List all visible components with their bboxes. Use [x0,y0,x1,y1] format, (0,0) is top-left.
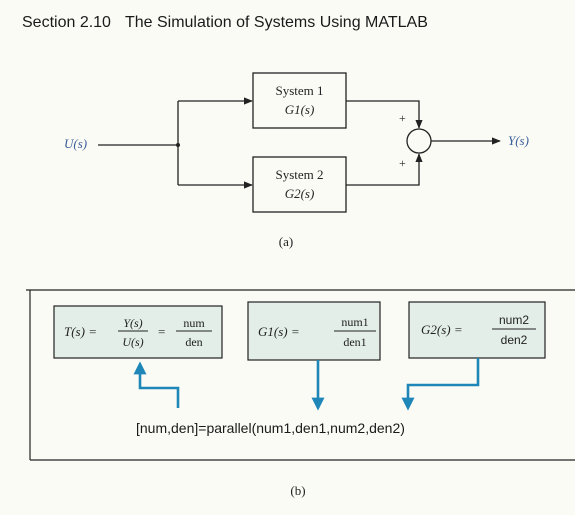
g2-den: den2 [501,333,528,347]
system2-block [252,156,347,213]
arrow-system2-to-sum [346,153,423,186]
output-label: Y(s) [508,133,529,148]
system2-tf: G2(s) [285,186,315,201]
tf-frac-num: Y(s) [123,316,142,330]
section-number: Section 2.10 [22,14,111,31]
caption-b: (b) [290,483,305,498]
page-header: Section 2.10 The Simulation of Systems Us… [22,14,428,32]
tf-eq: = [158,324,165,339]
summing-junction [406,128,432,154]
arrow-system1-to-sum [346,100,423,129]
g2-lhs: G2(s) = [421,322,463,337]
input-label: U(s) [64,136,87,151]
parallel-block-diagram: U(s) System 1 G1(s) System 2 G2(s) + + Y… [64,72,529,249]
tf-num: num [183,316,205,330]
system1-block [252,72,347,129]
system1-tf: G1(s) [285,102,315,117]
g1-num: num1 [341,315,368,329]
sum-sign-top: + [399,111,406,125]
arrow-g2-to-command [401,358,480,411]
tf-lhs: T(s) = [64,324,97,339]
caption-a: (a) [279,234,293,249]
sum-sign-bottom: + [399,156,406,170]
system1-name: System 1 [275,83,323,98]
transfer-function-box [53,305,223,359]
section-title: The Simulation of Systems Using MATLAB [124,14,428,31]
tf-den: den [185,335,202,349]
g1-den: den1 [343,335,366,349]
g1-lhs: G1(s) = [258,324,300,339]
matlab-command: [num,den]=parallel(num1,den1,num2,den2) [136,420,405,436]
g2-num: num2 [499,313,529,327]
system2-name: System 2 [275,167,323,182]
matlab-word: MATLAB [365,14,428,31]
tf-frac-den: U(s) [122,335,143,349]
arrow-command-to-tf [133,361,180,408]
matlab-parallel-diagram: T(s) = Y(s) U(s) = num den G1(s) = num1 … [26,289,575,498]
